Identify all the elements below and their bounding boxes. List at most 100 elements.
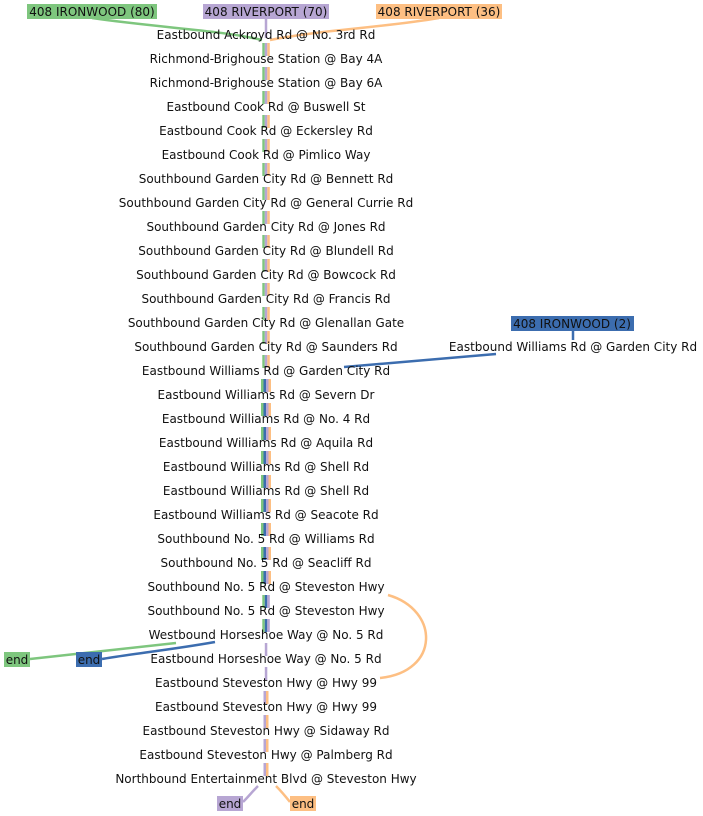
trunk-segment <box>262 115 265 128</box>
trunk-segment <box>264 67 268 80</box>
trunk-segment <box>264 259 268 272</box>
route-badge-riverport36: 408 RIVERPORT (36) <box>376 4 502 19</box>
stop-label: Eastbound Ackroyd Rd @ No. 3rd Rd <box>157 28 376 42</box>
trunk-segment <box>266 547 269 560</box>
stop-label: Eastbound Cook Rd @ Pimlico Way <box>162 148 371 162</box>
trunk-segment <box>262 595 265 608</box>
trunk-segment <box>267 307 270 320</box>
stop-label: Eastbound Steveston Hwy @ Palmberg Rd <box>139 748 392 762</box>
route-badge-ironwood80-bg <box>27 4 157 19</box>
ironwood2-branch-connector <box>343 352 497 369</box>
ironwood80-start-connector <box>91 16 263 42</box>
trunk-segment <box>261 571 264 584</box>
trunk-segment <box>266 427 269 440</box>
ironwood2-end-connector <box>101 640 216 661</box>
end-badge-ironwood2-label: end <box>78 653 101 667</box>
trunk-segment <box>261 427 264 440</box>
branch-stop-label: Eastbound Williams Rd @ Garden City Rd <box>449 340 697 354</box>
trunk-segment <box>262 307 265 320</box>
riverport70-end-connector <box>242 785 259 803</box>
trunk-segment <box>264 139 268 152</box>
trunk-segment <box>263 427 266 440</box>
trunk-segment <box>267 187 270 200</box>
trunk-segment <box>261 523 264 536</box>
trunk-segment <box>264 667 268 680</box>
route-badge-riverport70: 408 RIVERPORT (70) <box>203 4 329 19</box>
trunk-segment <box>267 67 270 80</box>
trunk-segment <box>262 235 265 248</box>
trunk-segment <box>266 379 269 392</box>
trunk-segment <box>267 259 270 272</box>
trunk-segment <box>262 331 265 344</box>
end-badge-ironwood2: end <box>76 652 102 667</box>
trunk-segment <box>267 211 270 224</box>
end-badge-ironwood80-bg <box>4 652 30 667</box>
trunk-segment <box>266 499 269 512</box>
trunk-lines <box>261 43 271 776</box>
stop-label: Southbound Garden City Rd @ Jones Rd <box>146 220 385 234</box>
trunk-segment <box>267 115 270 128</box>
end-badge-riverport36: end <box>290 796 316 811</box>
trunk-segment <box>262 67 265 80</box>
stop-label: Eastbound Williams Rd @ No. 4 Rd <box>162 412 370 426</box>
stop-label: Southbound No. 5 Rd @ Seacliff Rd <box>161 556 372 570</box>
trunk-segment <box>262 211 265 224</box>
trunk-segment <box>263 451 266 464</box>
trunk-segment <box>268 547 271 560</box>
trunk-segment <box>262 259 265 272</box>
trunk-segment <box>266 523 269 536</box>
trunk-segment <box>266 475 269 488</box>
trunk-segment <box>268 403 271 416</box>
trunk-segment <box>266 763 269 776</box>
end-badge-ironwood2-bg <box>76 652 102 667</box>
trunk-segment <box>268 379 271 392</box>
trunk-segment <box>263 403 266 416</box>
trunk-segment <box>268 571 271 584</box>
stop-label: Southbound Garden City Rd @ General Curr… <box>119 196 413 210</box>
trunk-segment <box>264 595 268 608</box>
end-badge-riverport70-label: end <box>219 797 242 811</box>
end-badge-riverport70-bg <box>217 796 243 811</box>
trunk-segment <box>264 235 268 248</box>
trunk-segment <box>264 307 268 320</box>
riverport36-start-connector <box>269 16 440 42</box>
trunk-segment <box>264 331 268 344</box>
stop-label: Southbound Garden City Rd @ Saunders Rd <box>134 340 397 354</box>
stop-label: Eastbound Williams Rd @ Shell Rd <box>163 460 369 474</box>
trunk-segment <box>267 595 270 608</box>
trunk-segment <box>267 619 270 632</box>
trunk-segment <box>261 403 264 416</box>
trunk-segment <box>267 235 270 248</box>
stop-label: Southbound Garden City Rd @ Bennett Rd <box>139 172 394 186</box>
trunk-segment <box>267 91 270 104</box>
route-badge-ironwood2-bg <box>511 316 634 331</box>
route-badge-ironwood2-label: 408 IRONWOOD (2) <box>513 317 631 331</box>
trunk-segment <box>261 379 264 392</box>
end-badge-riverport36-label: end <box>292 797 315 811</box>
trunk-segment <box>262 187 265 200</box>
stop-labels: Eastbound Ackroyd Rd @ No. 3rd Rd Richmon… <box>115 28 416 786</box>
trunk-segment <box>267 331 270 344</box>
trunk-segment <box>264 283 268 296</box>
trunk-segment <box>266 715 269 728</box>
stop-label: Richmond-Brighouse Station @ Bay 6A <box>150 76 384 90</box>
stop-label: Eastbound Williams Rd @ Garden City Rd <box>142 364 390 378</box>
trunk-segment <box>268 475 271 488</box>
trunk-segment <box>263 499 266 512</box>
trunk-segment <box>261 499 264 512</box>
trunk-segment <box>264 619 268 632</box>
trunk-segment <box>264 91 268 104</box>
trunk-segment <box>261 547 264 560</box>
stop-label: Southbound Garden City Rd @ Blundell Rd <box>138 244 393 258</box>
trunk-segment <box>264 187 268 200</box>
stop-label: Eastbound Horseshoe Way @ No. 5 Rd <box>150 652 381 666</box>
stop-label: Eastbound Steveston Hwy @ Sidaway Rd <box>143 724 390 738</box>
stop-label: Southbound No. 5 Rd @ Williams Rd <box>157 532 374 546</box>
stop-label: Southbound Garden City Rd @ Glenallan Ga… <box>128 316 404 330</box>
stop-label: Eastbound Cook Rd @ Buswell St <box>167 100 366 114</box>
trunk-segment <box>262 43 265 56</box>
trunk-segment <box>264 115 268 128</box>
route-badge-riverport70-label: 408 RIVERPORT (70) <box>205 5 328 19</box>
end-badge-ironwood80-label: end <box>6 653 29 667</box>
